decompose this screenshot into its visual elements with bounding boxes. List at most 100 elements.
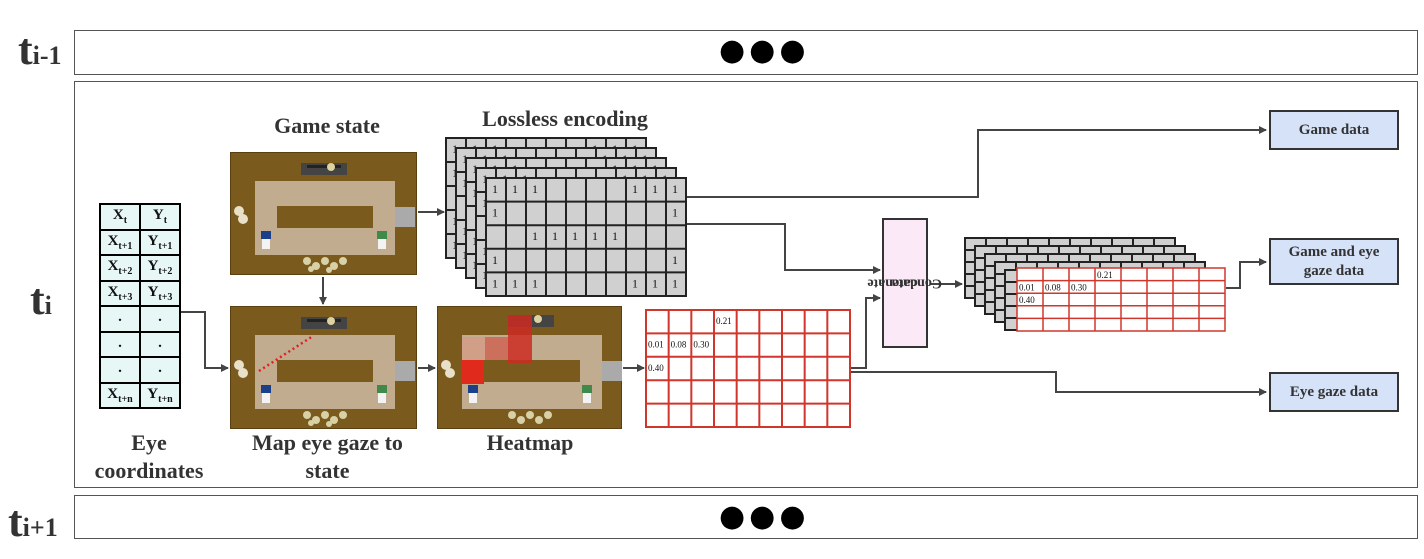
eye-y-cell: . — [139, 356, 181, 384]
eye-cell-value: X — [107, 232, 119, 249]
eye-cell-value: Y — [147, 283, 159, 300]
eye-cell-value: . — [158, 334, 162, 351]
eye-x-cell: Xt+2 — [99, 254, 141, 282]
eye-caption-line1: Eye — [131, 430, 167, 455]
row-label-next-sub: i+1 — [22, 513, 58, 542]
encoding-front-layer-value: 1 — [652, 276, 658, 290]
eye-cell-value: X — [112, 207, 124, 224]
heat-grid-value: 0.40 — [648, 363, 664, 373]
eye-y-cell: Yt+1 — [139, 228, 181, 256]
eye-cell-value: Y — [152, 207, 164, 224]
eye-y-cell: Yt+3 — [139, 279, 181, 307]
eye-cell-value: Y — [147, 258, 159, 275]
eye-cell-value: X — [107, 283, 119, 300]
encoding-front-layer-value: 1 — [512, 276, 518, 290]
row-label-prev-sub: i-1 — [32, 41, 62, 70]
eye-row: .. — [99, 330, 181, 358]
encoding-front-layer-value: 1 — [492, 182, 498, 196]
eye-cell-value: . — [118, 309, 122, 326]
encoding-front-layer-value: 1 — [672, 182, 678, 196]
encoding-front-layer-value: 1 — [652, 182, 658, 196]
encoding-front-layer-value: 1 — [532, 276, 538, 290]
encoding-front-layer-value: 1 — [592, 229, 598, 243]
eye-row: .. — [99, 305, 181, 333]
eye-cell-value: Y — [147, 385, 159, 402]
eye-y-cell: . — [139, 305, 181, 333]
eye-cell-value: Y — [147, 232, 159, 249]
eye-cell-subscript: t+1 — [118, 240, 133, 252]
row-label-next: ti+1 — [8, 500, 58, 544]
row-label-curr-sub: i — [44, 291, 52, 320]
heat-grid-value: 0.30 — [693, 339, 709, 349]
row-label-prev-base: t — [18, 25, 33, 74]
row-label-prev: ti-1 — [18, 28, 62, 72]
eye-cell-subscript: t+n — [158, 393, 173, 405]
eye-cell-subscript: t+1 — [158, 240, 173, 252]
row-label-curr: ti — [30, 278, 52, 322]
eye-y-cell: Yt — [139, 203, 181, 231]
map-gaze-title-line2: state — [305, 458, 350, 483]
heatmap-title: Heatmap — [486, 430, 574, 455]
encoding-front-layer-value: 1 — [532, 229, 538, 243]
map-gaze-screenshot — [230, 306, 417, 429]
eye-cell-value: . — [118, 360, 122, 377]
concatenate-label-line2: data — [891, 275, 919, 291]
encoding-front-layer-value: 1 — [492, 206, 498, 220]
combined-data-label-line1: Game and eye — [1288, 243, 1380, 260]
map-gaze-scene — [234, 317, 415, 427]
encoding-front-layer-value: 1 — [552, 229, 558, 243]
row-label-next-base: t — [8, 497, 23, 546]
combined-data-label-line2: gaze data — [1303, 262, 1365, 279]
eye-cell-value: X — [107, 258, 119, 275]
eye-gaze-data-label: Eye gaze data — [1289, 383, 1379, 400]
eye-x-cell: Xt+1 — [99, 228, 141, 256]
eye-y-cell: Yt+2 — [139, 254, 181, 282]
encoding-front-layer-value: 1 — [492, 276, 498, 290]
combined-front-layer-value: 0.30 — [1071, 283, 1087, 293]
encoding-front-layer-value: 1 — [672, 276, 678, 290]
combined-data-label: Game and eye gaze data — [1289, 243, 1380, 281]
arrow-eye-to-map — [181, 311, 229, 372]
ellipsis-next: ●●● — [719, 499, 810, 534]
encoding-front-layer-value: 1 — [572, 229, 578, 243]
encoding-front-layer-value: 1 — [492, 253, 498, 267]
encoding-front-layer-value: 1 — [612, 229, 618, 243]
heat-grid-value: 0.21 — [716, 316, 732, 326]
combined-data-box: Game and eye gaze data — [1269, 238, 1399, 285]
eye-x-cell: Xt+n — [99, 381, 141, 409]
eye-y-cell: Yt+n — [139, 381, 181, 409]
eye-caption-line2: coordinates — [94, 458, 204, 483]
encoding-front-layer-value: 1 — [512, 182, 518, 196]
heatmap-scene — [441, 315, 622, 424]
game-state-title: Game state — [274, 113, 380, 138]
arrow-encoding-to-game-data — [687, 126, 1267, 198]
ellipsis-prev: ●●● — [719, 33, 810, 68]
encoding-front-layer-value: 1 — [672, 253, 678, 267]
combined-front-layer-value: 0.08 — [1045, 283, 1061, 293]
eye-cell-subscript: t+n — [118, 393, 133, 405]
combined-front-layer-value: 0.21 — [1097, 270, 1113, 280]
eye-cell-subscript: t — [163, 215, 168, 227]
arrow-grid-to-gaze-data — [851, 371, 1267, 396]
eye-cell-value: . — [158, 309, 162, 326]
heatmap-screenshot — [437, 306, 622, 429]
eye-cell-subscript: t+3 — [158, 291, 173, 303]
arrow-encoding-to-concat — [687, 223, 881, 274]
heat-grid-frame — [645, 309, 851, 428]
game-data-label: Game data — [1298, 121, 1370, 138]
arrow-grid-to-concat — [851, 294, 881, 369]
band-prev — [74, 30, 1418, 75]
eye-x-cell: Xt — [99, 203, 141, 231]
map-gaze-title-line1: Map eye gaze to — [252, 430, 403, 455]
